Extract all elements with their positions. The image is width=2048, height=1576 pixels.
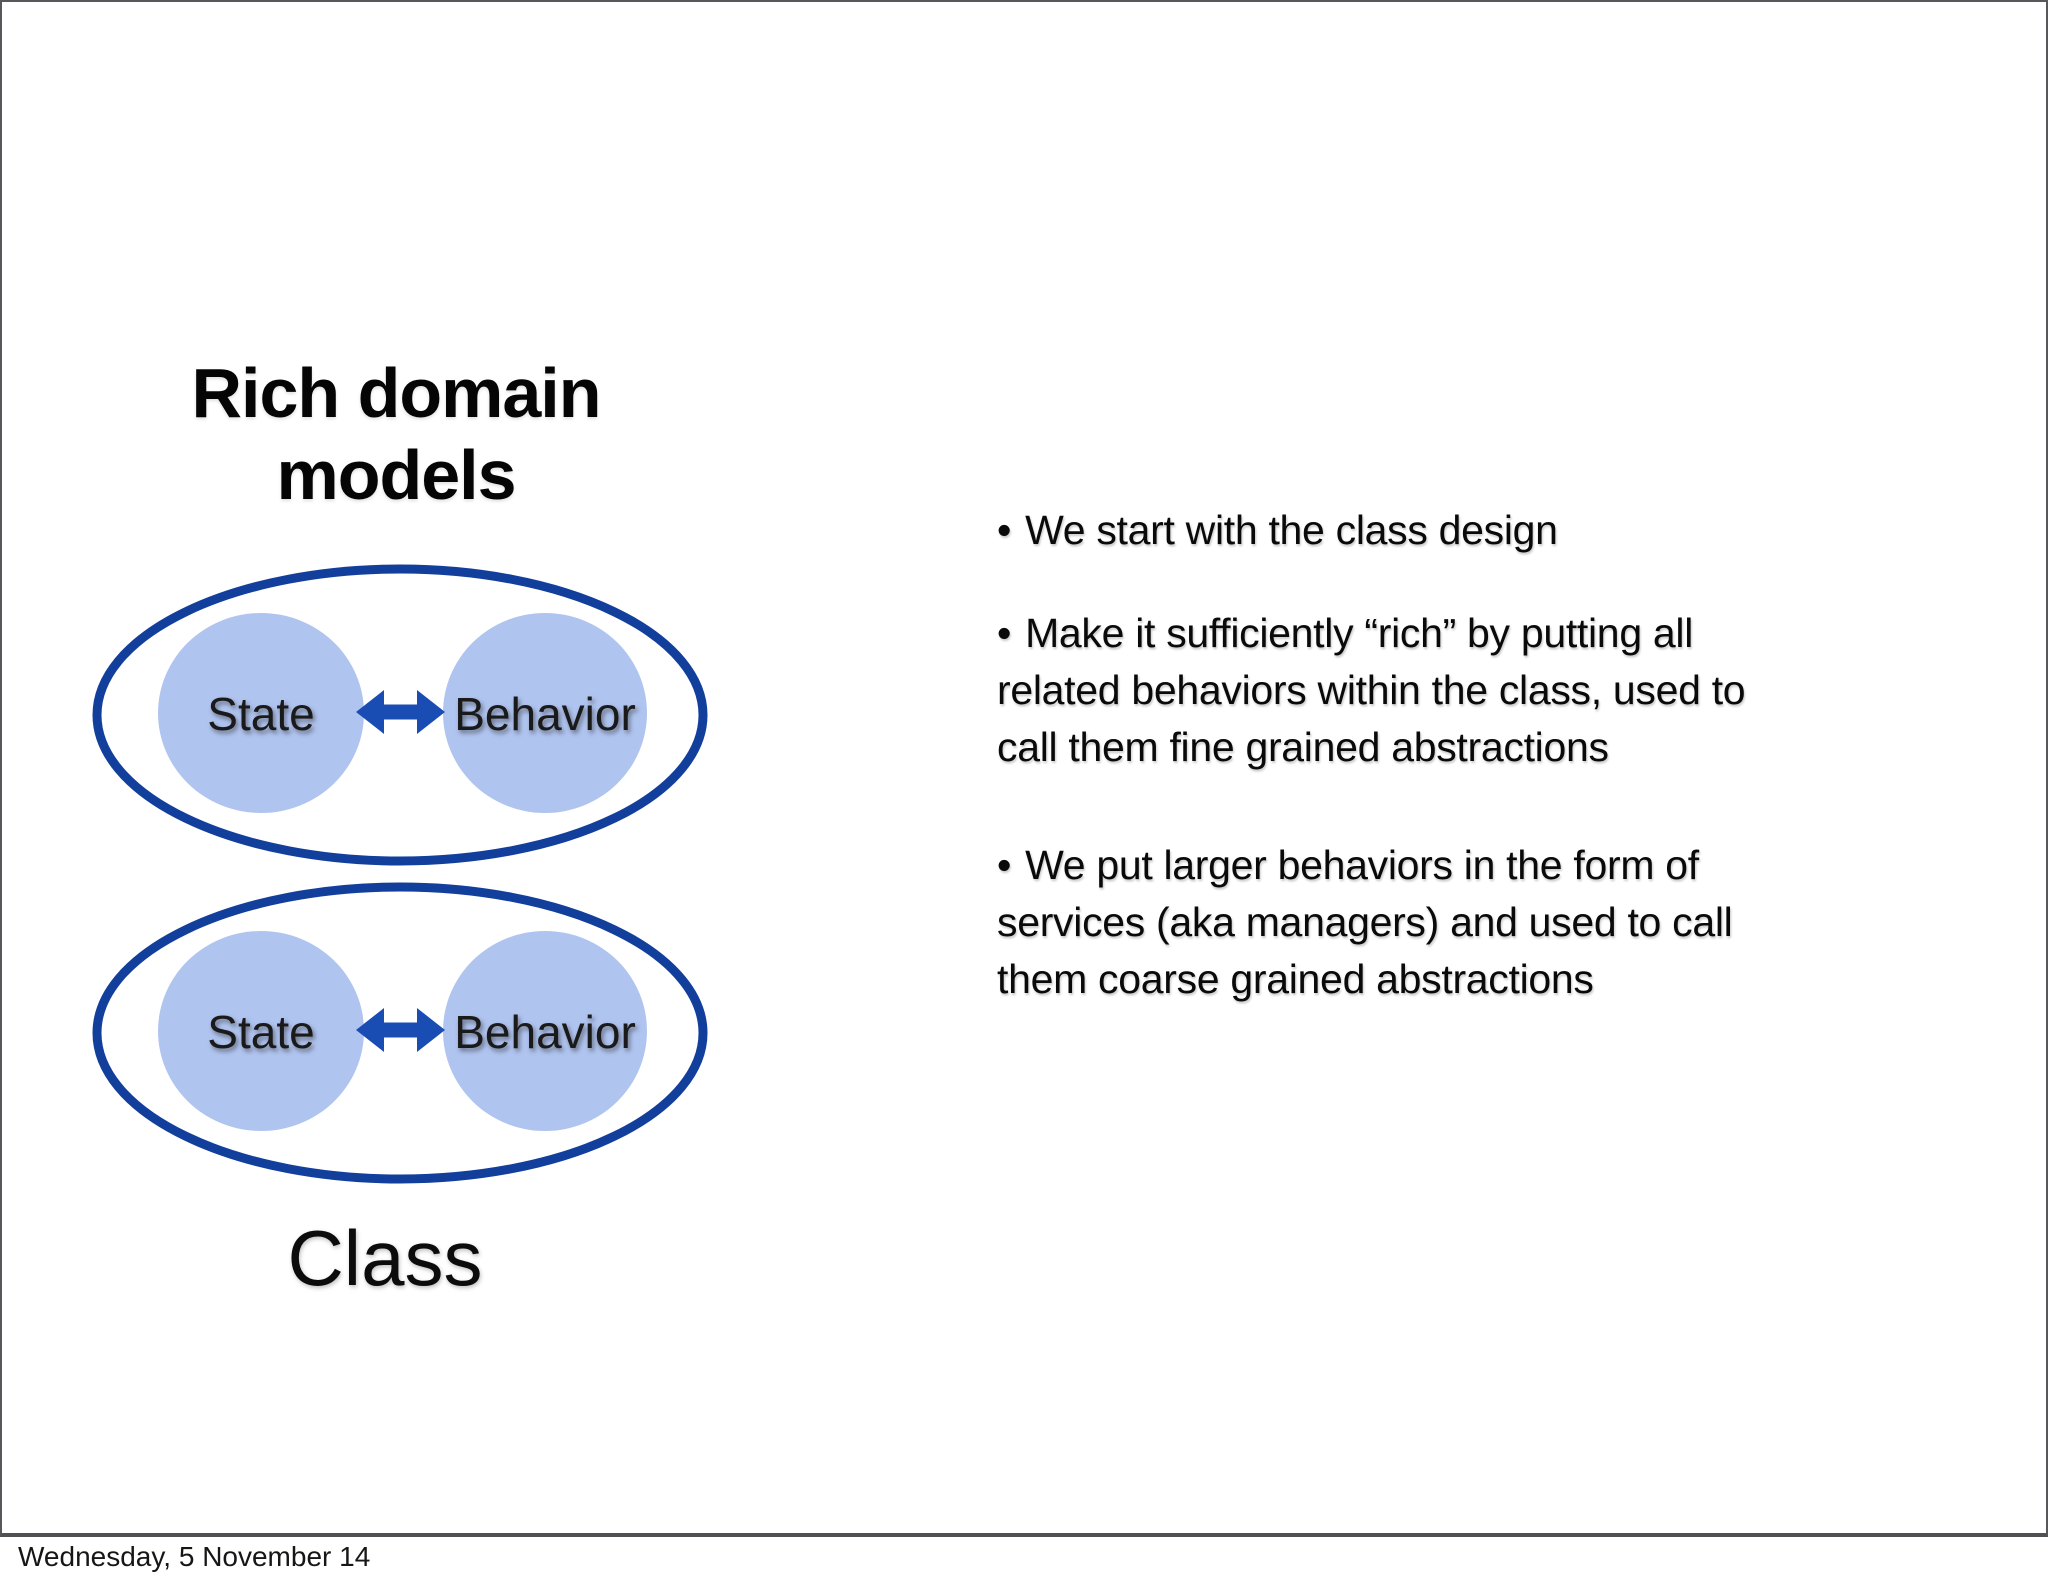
state-circle [158, 613, 364, 813]
behavior-circle [443, 931, 647, 1131]
bullet-text: We start with the class design [1025, 507, 1558, 553]
state-label: State [207, 1006, 314, 1058]
slide: Rich domain models State Behavior State … [0, 0, 2048, 1537]
slide-title: Rich domain models [62, 352, 730, 516]
class-diagram: State Behavior State Behavior Class [92, 564, 708, 1302]
class-caption: Class [287, 1214, 482, 1302]
bullet-line: • We start with the class design [997, 502, 1897, 559]
class-diagram-group-2: State Behavior [92, 882, 708, 1184]
bullet-line: call them fine grained abstractions [997, 724, 1609, 770]
bullet-item-3: •We put larger behaviors in the form of … [997, 837, 1897, 1008]
slide-date-footer: Wednesday, 5 November 14 [18, 1541, 371, 1572]
bullet-text: We put larger behaviors in the form of [1025, 842, 1699, 888]
bullet-item-2: • Make it sufficiently “rich” by putting … [997, 605, 1897, 776]
outer-class-ellipse [92, 882, 708, 1184]
bullet-line: services (aka managers) and used to call [997, 899, 1733, 945]
outer-class-ellipse [92, 564, 708, 866]
bullet-glyph: • [997, 507, 1012, 553]
bullet-line: • Make it sufficiently “rich” by putting … [997, 605, 1897, 662]
bullet-line: related behaviors within the class, used… [997, 667, 1746, 713]
bullet-item-1: • We start with the class design [997, 502, 1897, 559]
state-circle [158, 931, 364, 1131]
behavior-circle [443, 613, 647, 813]
slide-title-line-1: Rich domain [191, 354, 601, 432]
bullet-line: them coarse grained abstractions [997, 956, 1594, 1002]
double-arrow-icon [356, 690, 445, 734]
bullet-glyph: • [997, 842, 1012, 888]
class-diagram-group-1: State Behavior [92, 564, 708, 866]
behavior-label: Behavior [454, 1006, 636, 1058]
slide-title-line-2: models [276, 436, 516, 514]
state-label: State [207, 688, 314, 740]
bullet-glyph: • [997, 610, 1012, 656]
bullet-text: Make it sufficiently “rich” by putting a… [1025, 610, 1694, 656]
behavior-label: Behavior [454, 688, 636, 740]
bullet-line: • We put larger behaviors in the form of [997, 837, 1897, 894]
bullet-list: • We start with the class design • Make it… [997, 502, 1897, 1008]
double-arrow-icon [356, 1008, 445, 1052]
